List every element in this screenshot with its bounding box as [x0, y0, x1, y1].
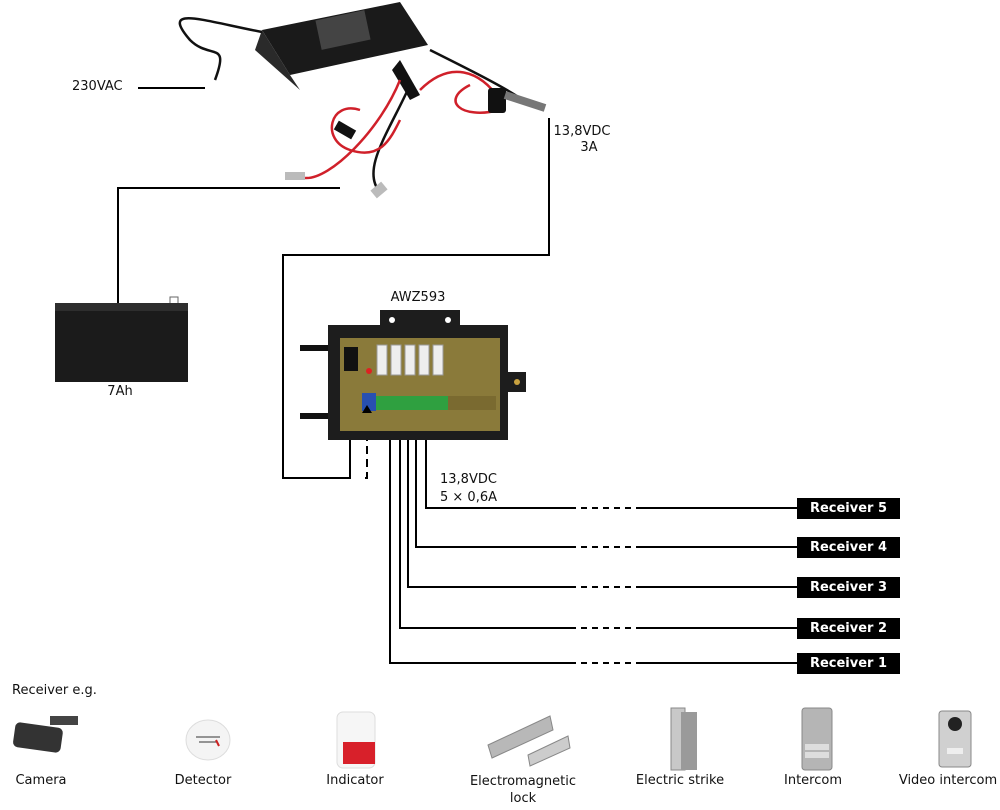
example-intercom-label: Intercom: [784, 773, 842, 788]
examples-title: Receiver e.g.: [12, 683, 97, 698]
receiver-4: Receiver 4: [797, 537, 900, 558]
example-video-intercom-label: Video intercom: [898, 773, 998, 788]
electromagnetic-lock-icon: [487, 715, 571, 767]
electric-strike-icon: [670, 707, 697, 771]
power-supply-unit: [255, 2, 428, 100]
outputs-current-label: 5 × 0,6A: [440, 490, 497, 505]
battery: [55, 296, 188, 382]
receiver-3: Receiver 3: [797, 577, 900, 598]
receiver-5: Receiver 5: [797, 498, 900, 519]
psu-output-voltage-label: 13,8VDC: [553, 124, 611, 139]
example-camera-label: Camera: [15, 773, 67, 788]
ferrite-core: [488, 88, 506, 113]
battery-connector-black: [370, 181, 388, 199]
video-intercom-icon: [938, 710, 972, 768]
example-electromagnetic-lock-label: Electromagnetic lock: [469, 774, 577, 806]
receiver-1: Receiver 1: [797, 653, 900, 674]
receiver-2: Receiver 2: [797, 618, 900, 639]
example-electric-strike-label: Electric strike: [635, 773, 725, 788]
indicator-icon: [336, 711, 376, 769]
mains-cable: [178, 17, 263, 81]
outputs-voltage-label: 13,8VDC: [440, 472, 497, 487]
awz593-module: [300, 310, 526, 440]
device-label: AWZ593: [390, 290, 446, 305]
battery-connector-red: [285, 172, 305, 180]
detector-icon: [185, 719, 231, 761]
intercom-icon: [801, 707, 833, 771]
example-detector-label: Detector: [174, 773, 232, 788]
battery-label: 7Ah: [107, 384, 133, 399]
example-indicator-label: Indicator: [326, 773, 384, 788]
psu-output-current-label: 3A: [580, 140, 598, 155]
camera-icon: [13, 716, 78, 753]
mains-label: 230VAC: [72, 79, 123, 94]
